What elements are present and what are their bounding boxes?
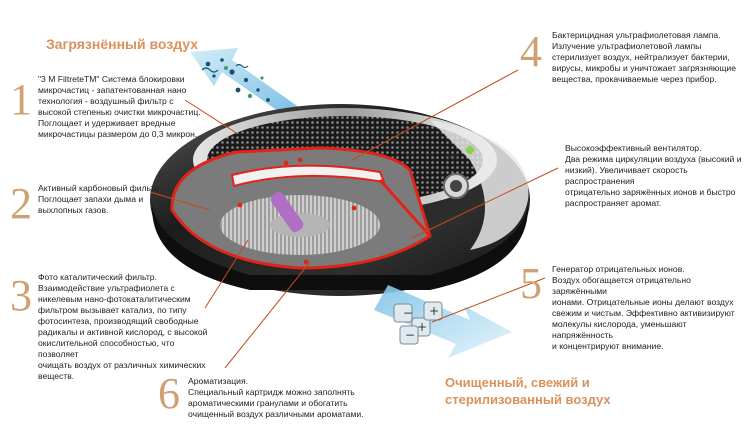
text-line: распространяет аромат. [565, 198, 662, 208]
text-line: Активный карбоновый фильтр. [38, 183, 162, 193]
callout-text-5: Генератор отрицательных ионов. Воздух об… [552, 264, 742, 352]
cutaway-interior [170, 146, 432, 270]
text-line: веществ. [38, 371, 75, 381]
filter-cartridge [230, 164, 386, 188]
text-line: Излучение ультрафиолетовой лампы [552, 41, 702, 51]
text-line: Поглощает и удерживает вредные [38, 118, 176, 128]
dirty-air-arrow [190, 48, 300, 118]
text-line: ионами. Отрицательные ионы делают воздух [552, 297, 734, 307]
callout-number-6: 6 [158, 369, 180, 418]
text-line: молекулы кислорода, уменьшают напряжённо… [552, 319, 687, 340]
text-line: фотосинтеза, производящий свободные [38, 316, 199, 326]
clean-air-title: Очищенный, свежий и стерилизованный возд… [445, 374, 611, 408]
text-line: технология - воздушный фильтр с [38, 96, 174, 106]
text-line: Два режима циркуляции воздуха (высокий и [565, 154, 742, 164]
text-line: микрочастиц - запатентованная нано [38, 85, 187, 95]
text-line: свежим и чистым. Эффективно активизируют [552, 308, 735, 318]
clean-air-title-line: стерилизованный воздух [445, 392, 611, 407]
callout-number-4: 4 [520, 27, 542, 76]
ion-plus-icon: + [429, 304, 439, 318]
text-line: радикалы и активной кислород, с высокой [38, 327, 208, 337]
text-line: стерилизует воздух, нейтрализует бактери… [552, 52, 730, 62]
text-line: никелевым нано-фотокаталитическим [38, 294, 191, 304]
text-line: Генератор отрицательных ионов. [552, 264, 685, 274]
callout-text-4: Бактерицидная ультрафиолетовая лампа. Из… [552, 30, 742, 85]
callout-text-2: Активный карбоновый фильтр. Поглощает за… [38, 183, 168, 216]
text-line: фильтром вызывает катализ, по типу [38, 305, 187, 315]
text-line: Бактерицидная ультрафиолетовая лампа. [552, 30, 721, 40]
text-line: низкий). Увеличивает скорость распростра… [565, 165, 688, 186]
leader-lines [149, 69, 559, 369]
device-panel-label: ionic [446, 154, 458, 160]
clean-air-title-line: Очищенный, свежий и [445, 375, 590, 390]
text-line: Взаимодействие ультрафиолета с [38, 283, 175, 293]
indicator-light-icon [466, 146, 474, 154]
text-line: высокой степенью очистки микрочастиц. [38, 107, 201, 117]
callout-text-1: "3 M FiltreteTM" Система блокировки микр… [38, 74, 208, 140]
callout-number-3: 3 [10, 271, 32, 320]
uv-lamp [270, 191, 304, 233]
text-line: "3 M FiltreteTM" Система блокировки [38, 74, 185, 84]
clean-air-arrow [374, 285, 512, 358]
ion-plus-icon: + [417, 320, 427, 334]
ion-minus-icon: − [403, 306, 413, 320]
text-line: окислительной способностью, что позволяе… [38, 338, 175, 359]
ion-tiles: − + − + [393, 301, 443, 345]
text-line: отрицательно заряжённых ионов и быстро [565, 187, 736, 197]
text-line: Высокоэффективный вентилятор. [565, 143, 702, 153]
text-line: Ароматизация. [188, 376, 249, 386]
callout-number-2: 2 [10, 179, 32, 228]
text-line: и концентрируют внимание. [552, 341, 664, 351]
text-line: микрочастицы размером до 0,3 микрон. [38, 129, 198, 139]
text-line: вирусы, микробы и уничтожает загрязняющи… [552, 63, 737, 73]
text-line: Специальный картридж можно заполнять [188, 387, 355, 397]
knob-center-icon [450, 180, 462, 192]
text-line: выхлопных газов. [38, 205, 109, 215]
callout-text-fan: Высокоэффективный вентилятор. Два режима… [565, 143, 745, 209]
callout-text-3: Фото каталитический фильтр. Взаимодейств… [38, 272, 214, 382]
text-line: вещества, прокачиваемые через прибор. [552, 74, 717, 84]
text-line: Поглощает запахи дыма и [38, 194, 144, 204]
callout-number-5: 5 [520, 259, 542, 308]
callout-text-6: Ароматизация. Специальный картридж можно… [188, 376, 368, 420]
text-line: Фото каталитический фильтр. [38, 272, 157, 282]
text-line: очищенный воздух различными ароматами. [188, 409, 364, 419]
text-line: очищать воздух от различных химических [38, 360, 206, 370]
text-line: ароматическими гранулами и обогатить [188, 398, 348, 408]
ion-minus-icon: − [405, 328, 415, 342]
text-line: Воздух обогащается отрицательно заряжённ… [552, 275, 691, 296]
callout-number-1: 1 [10, 75, 32, 124]
dirty-air-title: Загрязнённый воздух [46, 36, 199, 52]
